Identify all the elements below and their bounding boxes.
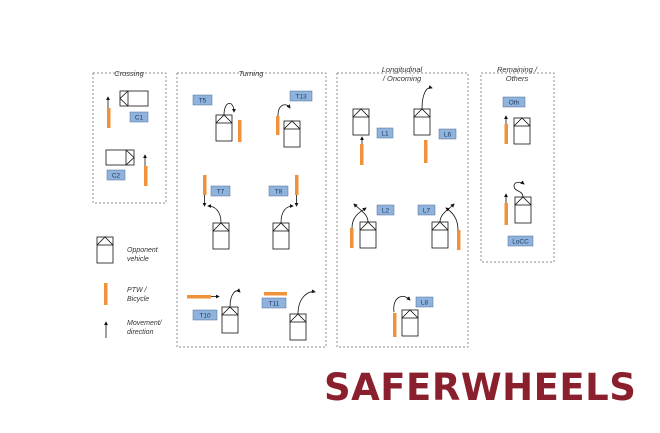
legend: Opponent vehicle PTW / Bicycle Movement/… xyxy=(96,236,163,338)
ptw-bar xyxy=(238,120,242,142)
code-label-box xyxy=(129,111,149,123)
ptw-bar xyxy=(203,175,207,195)
opponent-vehicle-icon xyxy=(513,117,531,145)
code-l2: L2 xyxy=(382,208,390,215)
code-t11: T11 xyxy=(269,301,280,308)
crossing-group-box xyxy=(92,72,167,204)
ptw-bar xyxy=(504,124,508,144)
opponent-vehicle-icon xyxy=(283,120,301,148)
code-l6: L6 xyxy=(444,132,452,139)
opponent-vehicle-icon xyxy=(212,222,230,250)
ptw-bar xyxy=(295,175,299,195)
scenario-t8: T8 xyxy=(268,175,299,250)
ptw-bar xyxy=(504,203,508,225)
scenario-t13: T13 xyxy=(276,90,313,148)
legend-vehicle-icon xyxy=(96,236,114,264)
scenario-l1: L1 xyxy=(352,108,394,165)
opponent-vehicle-icon xyxy=(413,108,431,136)
opponent-vehicle-icon xyxy=(289,313,307,341)
code-t5: T5 xyxy=(199,98,207,105)
crossing-title: Crossing xyxy=(114,69,144,78)
opponent-vehicle-icon xyxy=(352,108,370,136)
code-l8: L8 xyxy=(421,300,429,307)
code-l1: L1 xyxy=(381,131,389,138)
scenario-l2: L2 xyxy=(350,203,395,249)
opponent-vehicle-icon xyxy=(401,309,419,337)
scenario-t7: T7 xyxy=(202,175,231,250)
legend-ptw-line1: PTW / xyxy=(127,287,147,294)
scenario-l6: L6 xyxy=(413,85,457,163)
scenario-locc: LoCC xyxy=(504,180,534,247)
ptw-bar xyxy=(264,292,287,296)
scenario-l7: L7 xyxy=(417,203,461,250)
opponent-vehicle-icon xyxy=(514,196,532,224)
longitudinal-title-line1: Longitudinal xyxy=(382,65,423,74)
scenario-c1: C1 xyxy=(106,90,149,128)
remaining-title-line1: Remaining / xyxy=(497,65,538,74)
ptw-bar xyxy=(144,166,148,186)
remaining-group-box xyxy=(480,72,555,263)
scenario-c2: C2 xyxy=(105,149,148,186)
opponent-vehicle-icon xyxy=(215,114,233,142)
ptw-bar xyxy=(424,140,428,163)
code-oth: Oth xyxy=(509,100,520,107)
opponent-vehicle-icon xyxy=(119,90,149,107)
code-l7: L7 xyxy=(423,208,431,215)
legend-movement-line2: direction xyxy=(127,329,154,336)
opponent-vehicle-icon xyxy=(359,221,377,249)
opponent-vehicle-icon xyxy=(221,306,239,334)
code-t7: T7 xyxy=(217,189,225,196)
legend-vehicle-line1: Opponent xyxy=(127,247,159,254)
legend-vehicle-line2: vehicle xyxy=(127,256,149,263)
code-t8: T8 xyxy=(275,189,283,196)
ptw-bar xyxy=(393,313,397,337)
ptw-bar xyxy=(276,116,280,135)
scenario-t10: T10 xyxy=(187,288,241,334)
legend-ptw-line2: Bicycle xyxy=(127,296,149,303)
code-c2: C2 xyxy=(112,173,121,180)
turning-group-box xyxy=(176,72,327,348)
ptw-bar xyxy=(360,144,364,165)
remaining-title-line2: Others xyxy=(506,74,529,83)
opponent-vehicle-icon xyxy=(272,222,290,250)
code-c1: C1 xyxy=(135,115,144,122)
code-locc: LoCC xyxy=(512,239,529,246)
ptw-bar xyxy=(187,295,211,299)
opponent-vehicle-icon xyxy=(105,149,135,166)
scenario-t11: T11 xyxy=(261,289,316,341)
longitudinal-title-line2: / Oncoming xyxy=(382,74,422,83)
code-t13: T13 xyxy=(295,94,307,101)
ptw-bar xyxy=(350,228,354,248)
scenario-l8: L8 xyxy=(393,296,434,337)
ptw-bar xyxy=(107,108,111,128)
code-label-box xyxy=(106,169,126,181)
legend-ptw-icon xyxy=(104,283,108,305)
legend-movement-line1: Movement/ xyxy=(127,320,163,327)
ptw-bar xyxy=(457,230,461,250)
code-t10: T10 xyxy=(199,313,211,320)
longitudinal-group-box xyxy=(336,72,469,348)
scenario-t5: T5 xyxy=(192,94,242,142)
scenario-oth: Oth xyxy=(502,96,531,145)
opponent-vehicle-icon xyxy=(431,221,449,249)
saferwheels-logo-text: SAFERWHEELS xyxy=(324,366,637,409)
turning-title: Turning xyxy=(239,69,265,78)
